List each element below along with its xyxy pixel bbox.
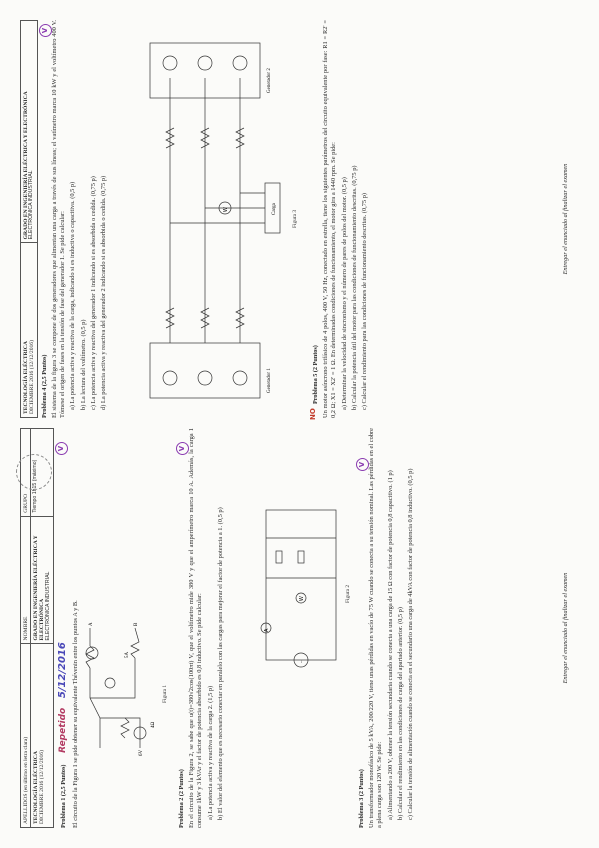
problem-5-text: Un motor asíncrono trifásico de 4 polos,… xyxy=(322,20,338,418)
figure-2-circuit: A W ~ xyxy=(260,509,337,668)
generator-1-label: Generador 1 xyxy=(267,368,272,393)
check-mark-2: V xyxy=(176,442,189,455)
rotated-exam-sheet: APELLIDOS (en último en letra clara) NOM… xyxy=(16,20,580,828)
problem-4-item-a: a) La potencia activa y reactiva de la c… xyxy=(69,181,77,410)
handwritten-no-note: NO xyxy=(309,408,317,420)
problem-4-item-c: c) La potencia activa y reactiva del gen… xyxy=(89,176,97,410)
figure-1-caption: Figura 1 xyxy=(162,684,168,703)
figure-2-caption: Figura 2 xyxy=(345,584,351,603)
generator-2-label: Generador 2 xyxy=(267,68,272,93)
svg-text:A: A xyxy=(264,628,270,632)
svg-text:A: A xyxy=(89,622,94,626)
degree-line-1: GRADO EN INGENIERÍA ELÉCTRICA Y ELECTRÓN… xyxy=(32,535,46,641)
nombre-label: NOMBRE xyxy=(20,516,31,644)
problem-1-text: El circuito de la Figura 1 se pide obten… xyxy=(72,600,80,828)
exam-date-right: DICIEMBRE 2016 (12/12/2016) xyxy=(28,340,35,414)
problem-4-item-b: b) La lectura del voltímetro. (0,5 p) xyxy=(79,319,87,410)
problem-3-item-b: b) Calcular el rendimiento en las condic… xyxy=(396,607,404,820)
problem-4-text: El sistema de la figura 3 se compone de … xyxy=(51,20,67,418)
problem-2-item-b: b) El valor del elemento que es necesari… xyxy=(216,507,224,820)
svg-text:W: W xyxy=(299,596,305,601)
problem-5-item-b: b) Calcular la potencia útil del motor p… xyxy=(350,165,358,410)
svg-text:~: ~ xyxy=(299,660,304,663)
svg-text:6V: 6V xyxy=(139,750,144,757)
seal-stamp xyxy=(16,454,52,490)
exam-right-half: TECNOLOGÍA ELÉCTRICA DICIEMBRE 2016 (12/… xyxy=(20,20,580,420)
svg-text:5A: 5A xyxy=(125,652,130,659)
problem-2-text: En el circuito de la Figura 2, se sabe q… xyxy=(188,428,204,828)
figure-3-caption: Figura 3 xyxy=(292,209,298,228)
problem-3-item-c: c) Calcular la tensión de alimentación c… xyxy=(406,468,414,820)
problem-5-title: Problema 5 (2 Puntos) xyxy=(312,345,319,404)
load-label: Carga xyxy=(272,202,277,215)
degree-line-2-right: ELECTRÓNICA INDUSTRIAL xyxy=(27,170,34,240)
problem-2-title: Problema 2 (2 Puntos) xyxy=(178,769,185,828)
check-mark-3: V xyxy=(356,458,369,471)
footer-left: Entregar el enunciado al finalizar el ex… xyxy=(562,572,570,684)
svg-text:B: B xyxy=(134,622,139,626)
exam-header-right: TECNOLOGÍA ELÉCTRICA DICIEMBRE 2016 (12/… xyxy=(20,20,38,418)
degree-line-2: ELECTRÓNICA INDUSTRIAL xyxy=(44,571,51,641)
check-mark-4: V xyxy=(38,24,52,37)
problem-4-item-d: d) La potencia activa y reactiva del gen… xyxy=(99,175,107,410)
apellidos-label: APELLIDOS (en último en letra clara) xyxy=(20,643,31,828)
problem-5-item-c: c) Calcular el rendimiento para las cond… xyxy=(360,192,368,410)
problem-3-title: Problema 3 (2 Puntos) xyxy=(358,769,365,828)
figure-3-circuit: W Carga Generador 1 Generador 2 xyxy=(149,42,281,399)
problem-5-item-a: a) Determinar la velocidad de sincronism… xyxy=(340,177,348,410)
figure-1-circuit: 4Ω 5A 6V A B xyxy=(85,622,156,757)
problem-3-item-a: a) Alimentando a 200 V, obtener la tensi… xyxy=(386,470,394,820)
handwritten-date: 5/12/2016 xyxy=(57,642,69,699)
problem-1-title: Problema 1 (2,5 Puntos) xyxy=(60,764,68,828)
svg-text:W: W xyxy=(223,207,229,212)
exam-date: DICIEMBRE 2016 (12/12/2016) xyxy=(39,750,46,824)
svg-text:4Ω: 4Ω xyxy=(151,722,156,729)
problem-3-text: Un transformador monofásico de 5 kVA, 20… xyxy=(368,428,384,828)
footer-right: Entregar el enunciado al finalizar el ex… xyxy=(562,163,570,275)
exam-left-half: APELLIDOS (en último en letra clara) NOM… xyxy=(16,428,580,828)
problem-4-title: Problema 4 (2,5 Puntos) xyxy=(40,354,48,418)
handwritten-repetido: Repetido xyxy=(58,707,69,753)
problem-2-item-a: a) La potencia activa y reactiva de la c… xyxy=(206,685,214,820)
check-mark-1: V xyxy=(55,442,69,455)
